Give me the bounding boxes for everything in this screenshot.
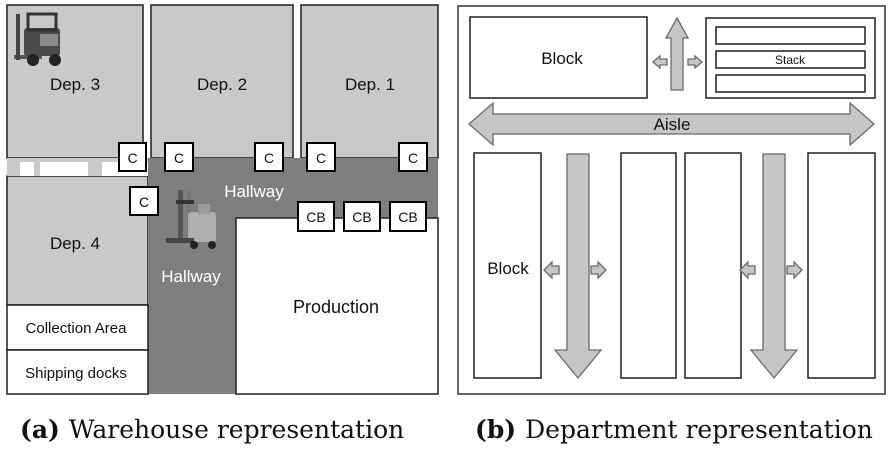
c-box: C bbox=[398, 142, 428, 172]
dep2-area bbox=[150, 4, 294, 159]
c-box: C bbox=[118, 142, 147, 172]
right-small-arrow bbox=[786, 260, 803, 280]
caption-b-text: Department representation bbox=[525, 415, 873, 444]
shipping-docks-label: Shipping docks bbox=[25, 365, 127, 382]
corridor-gap bbox=[20, 162, 34, 176]
stack-shelf bbox=[715, 26, 866, 45]
c-box-label: C bbox=[127, 150, 137, 166]
caption-a-text: Warehouse representation bbox=[69, 415, 404, 444]
cb-box-label: CB bbox=[352, 209, 371, 225]
hallway-label-bottom: Hallway bbox=[161, 267, 221, 286]
production-area bbox=[235, 217, 439, 395]
hallway-vertical bbox=[148, 158, 236, 394]
c-box: C bbox=[129, 186, 159, 216]
c-box: C bbox=[306, 142, 336, 172]
dep4-label: Dep. 4 bbox=[50, 234, 100, 253]
block-lower bbox=[473, 152, 542, 379]
caption-b: (b) Department representation bbox=[475, 415, 873, 444]
right-small-arrow bbox=[590, 260, 607, 280]
block-top bbox=[469, 16, 648, 99]
block-lower bbox=[807, 152, 876, 379]
block-top-label: Block bbox=[541, 49, 583, 68]
left-small-arrow bbox=[739, 260, 756, 280]
caption-a: (a) Warehouse representation bbox=[20, 415, 404, 444]
aisle-arrow bbox=[468, 101, 875, 147]
collection-area-label: Collection Area bbox=[26, 320, 128, 337]
block-lower-label: Block bbox=[487, 259, 529, 278]
c-box: C bbox=[254, 142, 284, 172]
block-lower bbox=[620, 152, 677, 379]
block-lower bbox=[684, 152, 742, 379]
c-box-label: C bbox=[316, 150, 326, 166]
collection-area bbox=[6, 304, 149, 351]
c-box-label: C bbox=[174, 150, 184, 166]
c-box-label: C bbox=[408, 150, 418, 166]
left-small-arrow bbox=[543, 260, 560, 280]
aisle-label: Aisle bbox=[654, 115, 691, 134]
cb-box-label: CB bbox=[306, 209, 325, 225]
cb-box: CB bbox=[343, 201, 381, 232]
dep1-area bbox=[300, 4, 439, 159]
shipping-docks bbox=[6, 349, 149, 395]
warehouse-panel: Dep. 3 Dep. 2 Dep. 1 Dep. 4 Hallway Hall… bbox=[6, 4, 439, 395]
up-arrow bbox=[664, 16, 690, 91]
caption-a-prefix: (a) bbox=[20, 415, 60, 444]
down-arrow bbox=[553, 153, 603, 380]
dep4-area bbox=[6, 175, 149, 306]
caption-b-prefix: (b) bbox=[475, 415, 516, 444]
stack-shelf bbox=[715, 50, 866, 69]
stack-label: Stack bbox=[775, 53, 806, 67]
cb-box: CB bbox=[297, 201, 335, 232]
dep1-label: Dep. 1 bbox=[345, 75, 395, 94]
forklift-icon bbox=[14, 12, 61, 66]
reach-truck-icon bbox=[166, 190, 216, 249]
c-box: C bbox=[164, 142, 194, 172]
left-small-arrow bbox=[652, 54, 668, 70]
right-small-arrow bbox=[687, 54, 703, 70]
c-box-label: C bbox=[264, 150, 274, 166]
department-panel: Block Stack Aisle Block bbox=[457, 5, 886, 395]
dep3-label: Dep. 3 bbox=[50, 75, 100, 94]
cb-box: CB bbox=[389, 201, 427, 232]
cb-box-label: CB bbox=[398, 209, 417, 225]
production-label: Production bbox=[293, 297, 379, 317]
dep2-label: Dep. 2 bbox=[197, 75, 247, 94]
stack-shelf bbox=[715, 74, 866, 93]
corridor-gap bbox=[40, 162, 88, 176]
down-arrow bbox=[749, 153, 799, 380]
c-box-label: C bbox=[139, 194, 149, 210]
hallway-label-top: Hallway bbox=[224, 182, 284, 201]
